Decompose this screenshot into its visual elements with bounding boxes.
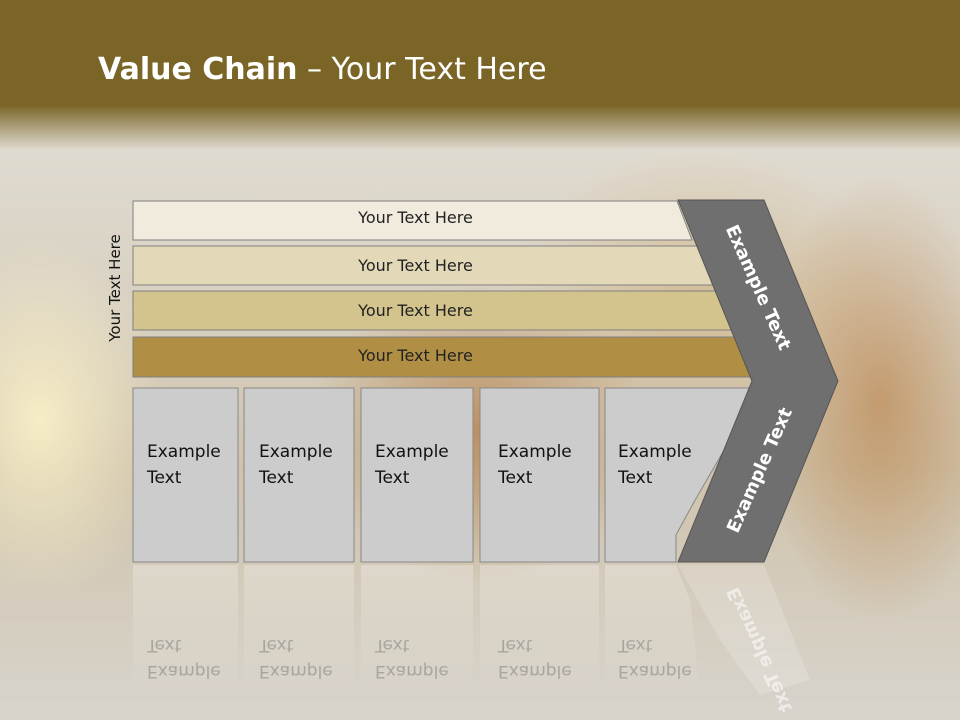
cell-1-reflection-line-2: Text: [147, 635, 182, 655]
cell-3-reflection-label: Example Text: [375, 632, 449, 684]
cell-2-reflection: [244, 565, 354, 695]
cell-5-reflection-label: Example Text: [618, 632, 692, 684]
cell-5-reflection-line-1: Example: [618, 661, 692, 681]
cell-1-reflection: [133, 565, 238, 695]
cell-4-line-2: Text: [498, 468, 533, 488]
cell-2: [243, 387, 355, 563]
chevron-reflection: [678, 565, 810, 695]
cell-1: [132, 387, 239, 563]
cell-5-line-1: Example: [618, 442, 692, 462]
cell-3-line-1: Example: [375, 442, 449, 462]
cell-2-reflection-line-2: Text: [259, 635, 294, 655]
band-4-label: Your Text Here: [358, 346, 473, 365]
band-1: [132, 200, 693, 241]
chevron-arrow: [677, 199, 839, 563]
page-title: Value Chain – Your Text Here: [98, 52, 547, 87]
cell-2-reflection-line-1: Example: [259, 661, 333, 681]
header-bar: [0, 0, 960, 150]
cell-4: [479, 387, 600, 563]
cell-4-reflection: [480, 565, 599, 695]
cell-1-reflection-line-1: Example: [147, 661, 221, 681]
cell-2-line-2: Text: [259, 468, 294, 488]
cell-3: [360, 387, 474, 563]
cell-4-line-1: Example: [498, 442, 572, 462]
cell-4-reflection-label: Example Text: [498, 632, 572, 684]
cell-1-line-2: Text: [147, 468, 182, 488]
cell-3-reflection: [361, 565, 473, 695]
cell-3-line-2: Text: [375, 468, 410, 488]
cell-1-reflection-label: Example Text: [147, 632, 221, 684]
band-3-label: Your Text Here: [358, 301, 473, 320]
cell-3-reflection-line-2: Text: [375, 635, 410, 655]
cell-4-reflection-line-2: Text: [498, 635, 533, 655]
cell-5-line-2: Text: [618, 468, 653, 488]
band-2-label: Your Text Here: [358, 256, 473, 275]
title-rest: – Your Text Here: [297, 52, 547, 87]
cell-1-line-1: Example: [147, 442, 221, 462]
title-bold: Value Chain: [98, 52, 298, 87]
cell-2-line-1: Example: [259, 442, 333, 462]
cell-5-reflection-line-2: Text: [618, 635, 653, 655]
cell-4-reflection-line-1: Example: [498, 661, 572, 681]
cell-5-reflection: [605, 565, 700, 695]
cell-2-reflection-label: Example Text: [259, 632, 333, 684]
band-1-label: Your Text Here: [358, 208, 473, 227]
cell-3-reflection-line-1: Example: [375, 661, 449, 681]
